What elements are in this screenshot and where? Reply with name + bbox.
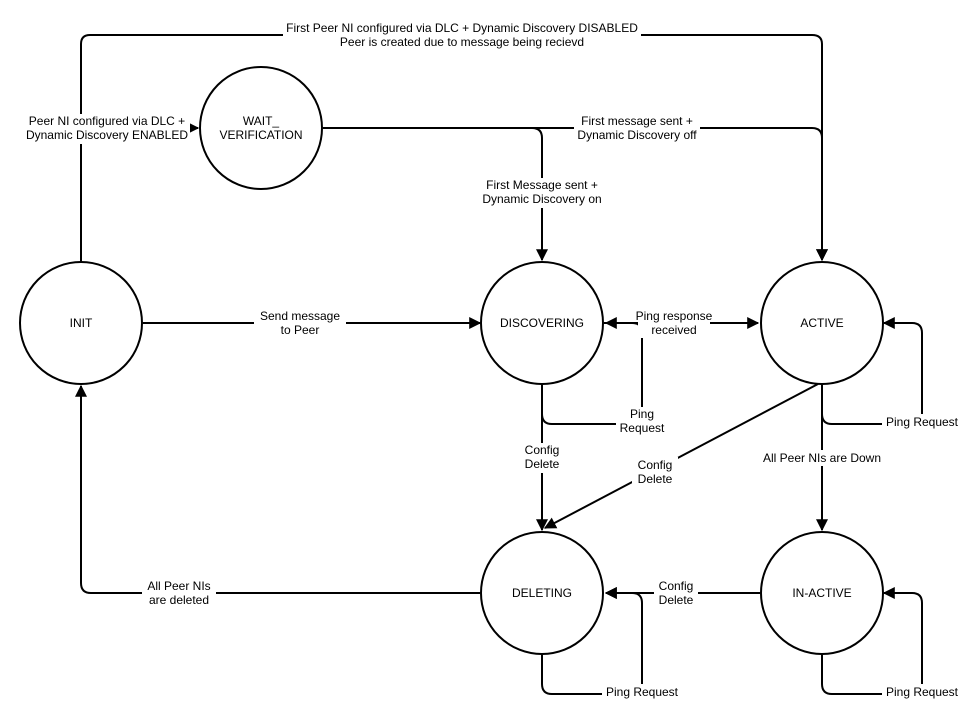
edge-label-init-to-wait-line2: Dynamic Discovery ENABLED (26, 128, 188, 142)
label-bg-inactive-self (882, 684, 962, 700)
label-bg-discovering-to-active (638, 308, 710, 338)
edge-label-init-to-wait-line1: Peer NI configured via DLC + (29, 114, 185, 128)
label-bg-deleting-to-init (142, 578, 216, 608)
state-active-circle (760, 261, 884, 385)
edge-label-discovering-to-deleting-line1: Config (525, 443, 560, 457)
edge-label-active-to-deleting-line2: Delete (638, 472, 673, 486)
edge-wait-to-discovering (323, 127, 548, 262)
state-init-label: INIT (70, 316, 93, 330)
state-init-circle (19, 261, 143, 385)
edge-label-inactive-to-deleting-line2: Delete (659, 593, 694, 607)
label-bg-active-to-inactive (760, 450, 884, 466)
label-bg-active-self (882, 414, 962, 430)
state-wait-verification-label-line1: WAIT_ (243, 114, 280, 128)
edge-label-discovering-self-line2: Request (620, 421, 665, 435)
state-deleting-circle (480, 531, 604, 655)
edge-label-wait-to-active-line1: First message sent + (581, 114, 693, 128)
label-bg-init-to-wait (24, 114, 190, 144)
edge-label-active-to-deleting-line1: Config (638, 458, 673, 472)
label-bg-init-to-discovering (254, 308, 346, 338)
edge-label-init-to-discovering-line1: Send message (260, 309, 340, 323)
edge-label-deleting-to-init-line2: are deleted (149, 593, 209, 607)
state-active-label: ACTIVE (800, 316, 843, 330)
edge-label-init-to-discovering-line2: to Peer (281, 323, 320, 337)
edge-label-deleting-to-init-line1: All Peer NIs (147, 579, 210, 593)
edge-label-active-to-inactive: All Peer NIs are Down (763, 451, 881, 465)
edge-deleting-to-init (75, 384, 480, 594)
state-wait-verification-label-line2: VERIFICATION (219, 128, 302, 142)
state-inactive-circle (760, 531, 884, 655)
label-bg-active-to-deleting (632, 457, 678, 487)
label-bg-init-to-active-top (283, 20, 641, 50)
edge-active-to-deleting (543, 383, 819, 529)
label-bg-wait-to-active (574, 114, 700, 144)
state-inactive-label: IN-ACTIVE (792, 586, 851, 600)
edge-label-wait-to-discovering-line2: Dynamic Discovery on (482, 192, 601, 206)
label-bg-discovering-self (616, 407, 668, 437)
label-bg-discovering-to-deleting (520, 443, 564, 473)
edge-label-active-self: Ping Request (886, 415, 959, 429)
edge-label-wait-to-active-line2: Dynamic Discovery off (577, 128, 697, 142)
label-bg-wait-to-discovering (480, 178, 604, 208)
edge-label-discovering-self-line1: Ping (630, 407, 654, 421)
edge-label-inactive-self: Ping Request (886, 685, 959, 699)
state-discovering-circle (480, 261, 604, 385)
edge-label-deleting-self: Ping Request (606, 685, 679, 699)
edge-label-wait-to-discovering-line1: First Message sent + (486, 178, 598, 192)
edge-label-discovering-to-active-line1: Ping response (636, 309, 713, 323)
edge-label-init-to-active-top-line2: Peer is created due to message being rec… (340, 35, 584, 49)
state-deleting-label: DELETING (512, 586, 572, 600)
edge-init-to-active-top (80, 34, 828, 262)
edge-label-discovering-to-deleting-line2: Delete (525, 457, 560, 471)
edge-wait-to-active (323, 127, 828, 262)
state-discovering-label: DISCOVERING (500, 316, 584, 330)
edge-label-init-to-active-top-line1: First Peer NI configured via DLC + Dynam… (286, 21, 638, 35)
edge-label-discovering-to-active-line2: received (651, 323, 696, 337)
edge-label-inactive-to-deleting-line1: Config (659, 579, 694, 593)
state-wait-verification-circle (199, 66, 323, 190)
label-bg-inactive-to-deleting (654, 578, 698, 608)
label-bg-deleting-self (602, 684, 682, 700)
